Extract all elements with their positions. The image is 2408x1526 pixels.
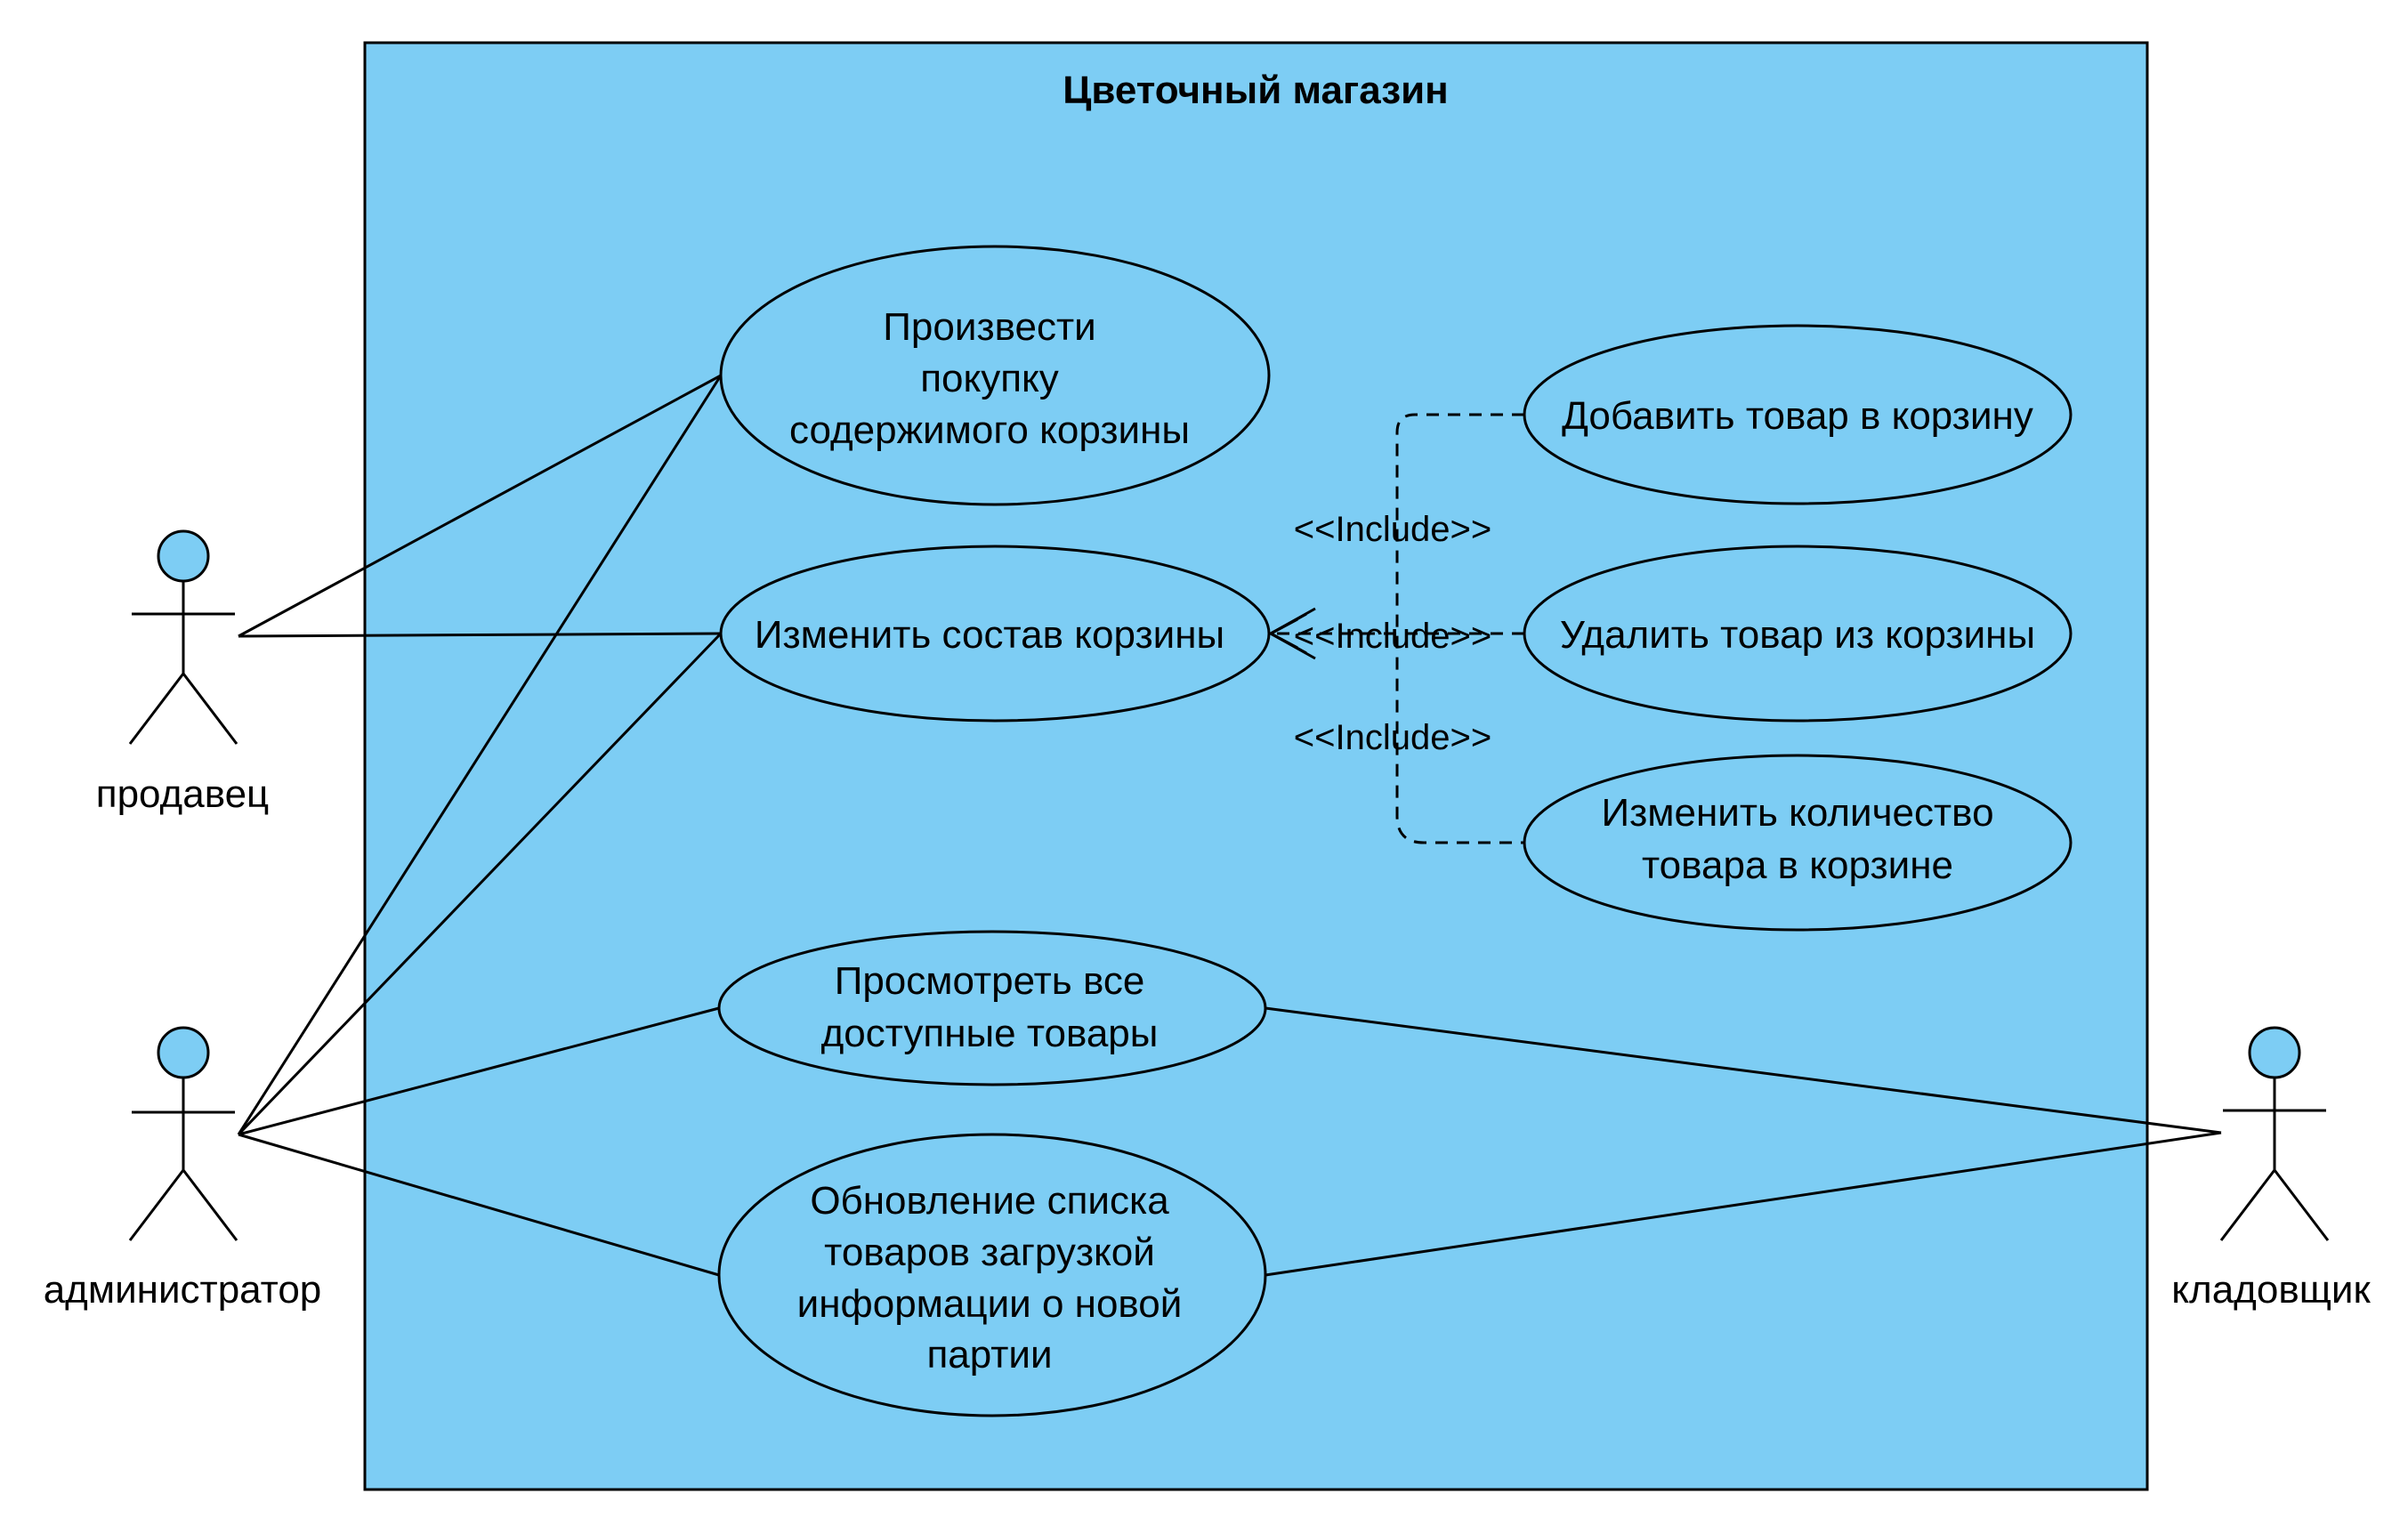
assoc-seller-change-cart xyxy=(238,632,722,638)
assoc-storekeeper-update-list xyxy=(1265,1131,2222,1277)
use-case-view-products[interactable]: Просмотреть все доступные товары xyxy=(717,930,1267,1086)
usecase-label-line: Добавить товар в корзину xyxy=(1562,394,2033,438)
system-title: Цветочный магазин xyxy=(1063,69,1449,112)
use-case-remove-item[interactable]: Удалить товар из корзины xyxy=(1523,545,2073,723)
include-label-1: <<Include>> xyxy=(1294,510,1491,549)
usecase-label-line: доступные товары xyxy=(821,1012,1159,1055)
actor-label-storekeeper: кладовщик xyxy=(2171,1268,2371,1312)
actor-leg-left xyxy=(128,673,185,745)
use-case-add-item[interactable]: Добавить товар в корзину xyxy=(1523,324,2073,505)
actor-leg-right xyxy=(2273,1169,2330,1241)
usecase-label-line: Изменить количество xyxy=(1601,791,1993,835)
assoc-admin-update-list xyxy=(238,1133,720,1277)
include-add-item xyxy=(1395,413,1524,844)
actor-label-admin: администратор xyxy=(44,1268,322,1312)
usecase-label-line: содержимого корзины xyxy=(789,408,1190,452)
actor-leg-left xyxy=(128,1169,185,1241)
actor-label-seller: продавец xyxy=(96,772,270,816)
actor-head xyxy=(2248,1026,2301,1079)
usecase-label-line: товара в корзине xyxy=(1642,844,1953,887)
usecase-label-line: товаров загрузкой xyxy=(824,1231,1155,1274)
include-label-3: <<Include>> xyxy=(1294,718,1491,757)
use-case-purchase[interactable]: Произвести покупку содержимого корзины xyxy=(719,245,1271,506)
usecase-label-line: информации о новой xyxy=(797,1282,1183,1326)
arrowhead-include-3 xyxy=(1267,618,1298,650)
use-case-change-cart[interactable]: Изменить состав корзины xyxy=(719,545,1271,723)
actor-head xyxy=(157,529,210,583)
actor-storekeeper[interactable] xyxy=(2219,1026,2330,1241)
include-relations xyxy=(1271,413,1524,844)
assoc-seller-purchase xyxy=(238,374,722,638)
actor-seller[interactable] xyxy=(128,529,238,745)
usecase-label-line: Изменить состав корзины xyxy=(755,613,1224,657)
usecase-label-line: покупку xyxy=(920,357,1059,400)
usecase-label-line: Обновление списка xyxy=(810,1179,1169,1223)
actor-leg-right xyxy=(182,673,238,745)
usecase-label-line: Просмотреть все xyxy=(835,959,1145,1003)
usecase-label-line: Произвести xyxy=(883,305,1095,349)
actor-leg-left xyxy=(2219,1169,2276,1241)
actor-head xyxy=(157,1026,210,1079)
associations xyxy=(237,374,2222,1277)
use-case-change-qty[interactable]: Изменить количество товара в корзине xyxy=(1523,754,2073,932)
assoc-admin-change-cart xyxy=(237,632,723,1136)
actor-leg-right xyxy=(182,1169,238,1241)
usecase-label-line: партии xyxy=(926,1333,1052,1377)
assoc-admin-purchase xyxy=(237,375,723,1135)
include-arrowheads xyxy=(1267,607,1316,660)
usecase-label-line: Удалить товар из корзины xyxy=(1560,613,2035,657)
include-label-2: <<Include>> xyxy=(1294,617,1491,656)
actor-admin[interactable] xyxy=(128,1026,238,1241)
use-case-update-list[interactable]: Обновление списка товаров загрузкой инфо… xyxy=(717,1133,1267,1417)
assoc-admin-view-products xyxy=(238,1006,720,1136)
assoc-storekeeper-view-products xyxy=(1265,1006,2222,1134)
